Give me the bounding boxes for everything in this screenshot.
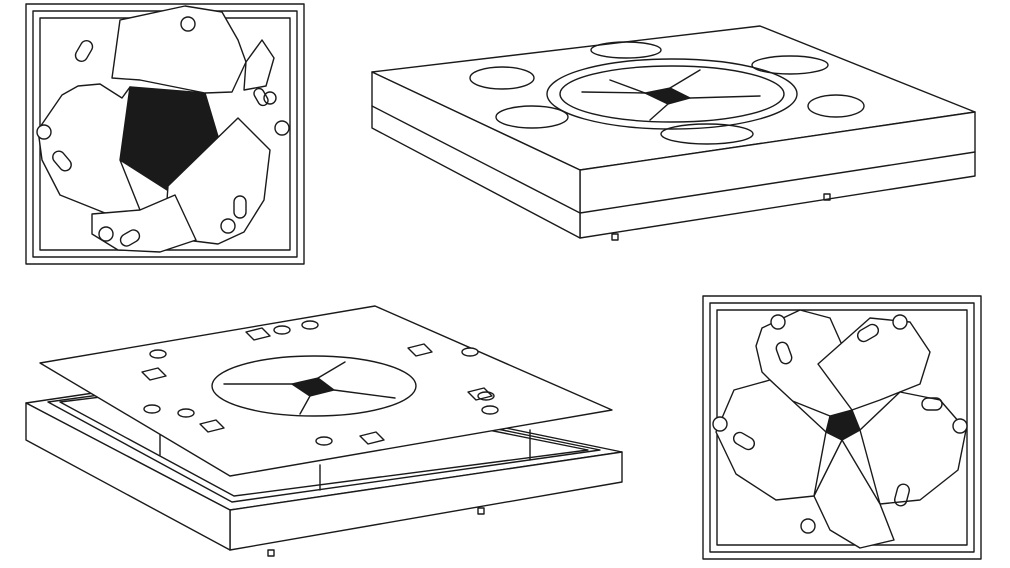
guide-slot (732, 431, 756, 451)
shutter-blade (715, 379, 827, 501)
foot (477, 507, 485, 515)
guide-slot (141, 367, 167, 381)
pin-boss (481, 405, 499, 415)
guide-slot (253, 87, 269, 107)
recess (590, 41, 662, 59)
guide-slot (407, 343, 433, 357)
pivot-pin (712, 416, 728, 432)
top-view-nearly-closed (702, 295, 982, 560)
shutter-blade (243, 39, 275, 91)
shutter-blade (165, 117, 271, 245)
guide-slot (119, 229, 141, 247)
pivot-pin (274, 120, 290, 136)
recess (495, 105, 569, 129)
central-aperture (559, 65, 785, 123)
recess (751, 55, 829, 75)
guide-slot (199, 419, 225, 433)
isometric-view-assembled (371, 25, 976, 241)
pivot-pin (98, 226, 114, 242)
guide-slot (894, 483, 910, 507)
pivot-pin (36, 124, 52, 140)
guide-slot (856, 323, 880, 343)
shutter-blade (817, 317, 931, 411)
pin-boss (301, 320, 319, 330)
top-view-partially-open (25, 3, 305, 265)
guide-slot (52, 150, 72, 172)
pivot-pin (952, 418, 968, 434)
shutter-blade (111, 5, 247, 94)
pivot-pin (770, 314, 786, 330)
blade-edge (609, 79, 646, 94)
pin-boss (273, 325, 291, 335)
plate-seam (579, 151, 976, 214)
foot (823, 193, 831, 201)
guide-slot (359, 431, 385, 445)
left-face (371, 71, 581, 239)
foot (267, 549, 275, 557)
shutter-blade (859, 391, 967, 505)
pivot-pin (180, 16, 196, 32)
frame-inner (709, 302, 975, 553)
shutter-blade (91, 194, 197, 253)
pivot-pin (220, 218, 236, 234)
guide-slot (467, 387, 493, 401)
guide-slot (74, 39, 94, 63)
pin-boss (315, 436, 333, 446)
base-left (25, 402, 231, 551)
pin-boss (149, 349, 167, 359)
guide-slot (921, 397, 943, 411)
exploded-isometric-view (25, 305, 623, 557)
guide-slot (775, 341, 793, 365)
pivot-pin (263, 91, 277, 105)
pivot-pin (892, 314, 908, 330)
blade-edge (649, 103, 669, 121)
foot (611, 233, 619, 241)
blade-edge (669, 69, 701, 89)
pivot-pin (800, 518, 816, 534)
blade-edge (299, 395, 311, 415)
shutter-blade (37, 83, 141, 216)
recess (469, 66, 535, 90)
blade-edge (581, 91, 646, 94)
pin-boss (143, 404, 161, 414)
blade-edge (317, 361, 346, 379)
plate-seam (371, 105, 581, 214)
recess (660, 123, 754, 145)
pin-boss (461, 347, 479, 357)
pin-boss (177, 408, 195, 418)
blade-edge (333, 389, 396, 399)
recess (807, 94, 865, 118)
guide-slot (233, 195, 247, 219)
blade-edge (689, 95, 761, 99)
guide-slot (245, 327, 271, 341)
